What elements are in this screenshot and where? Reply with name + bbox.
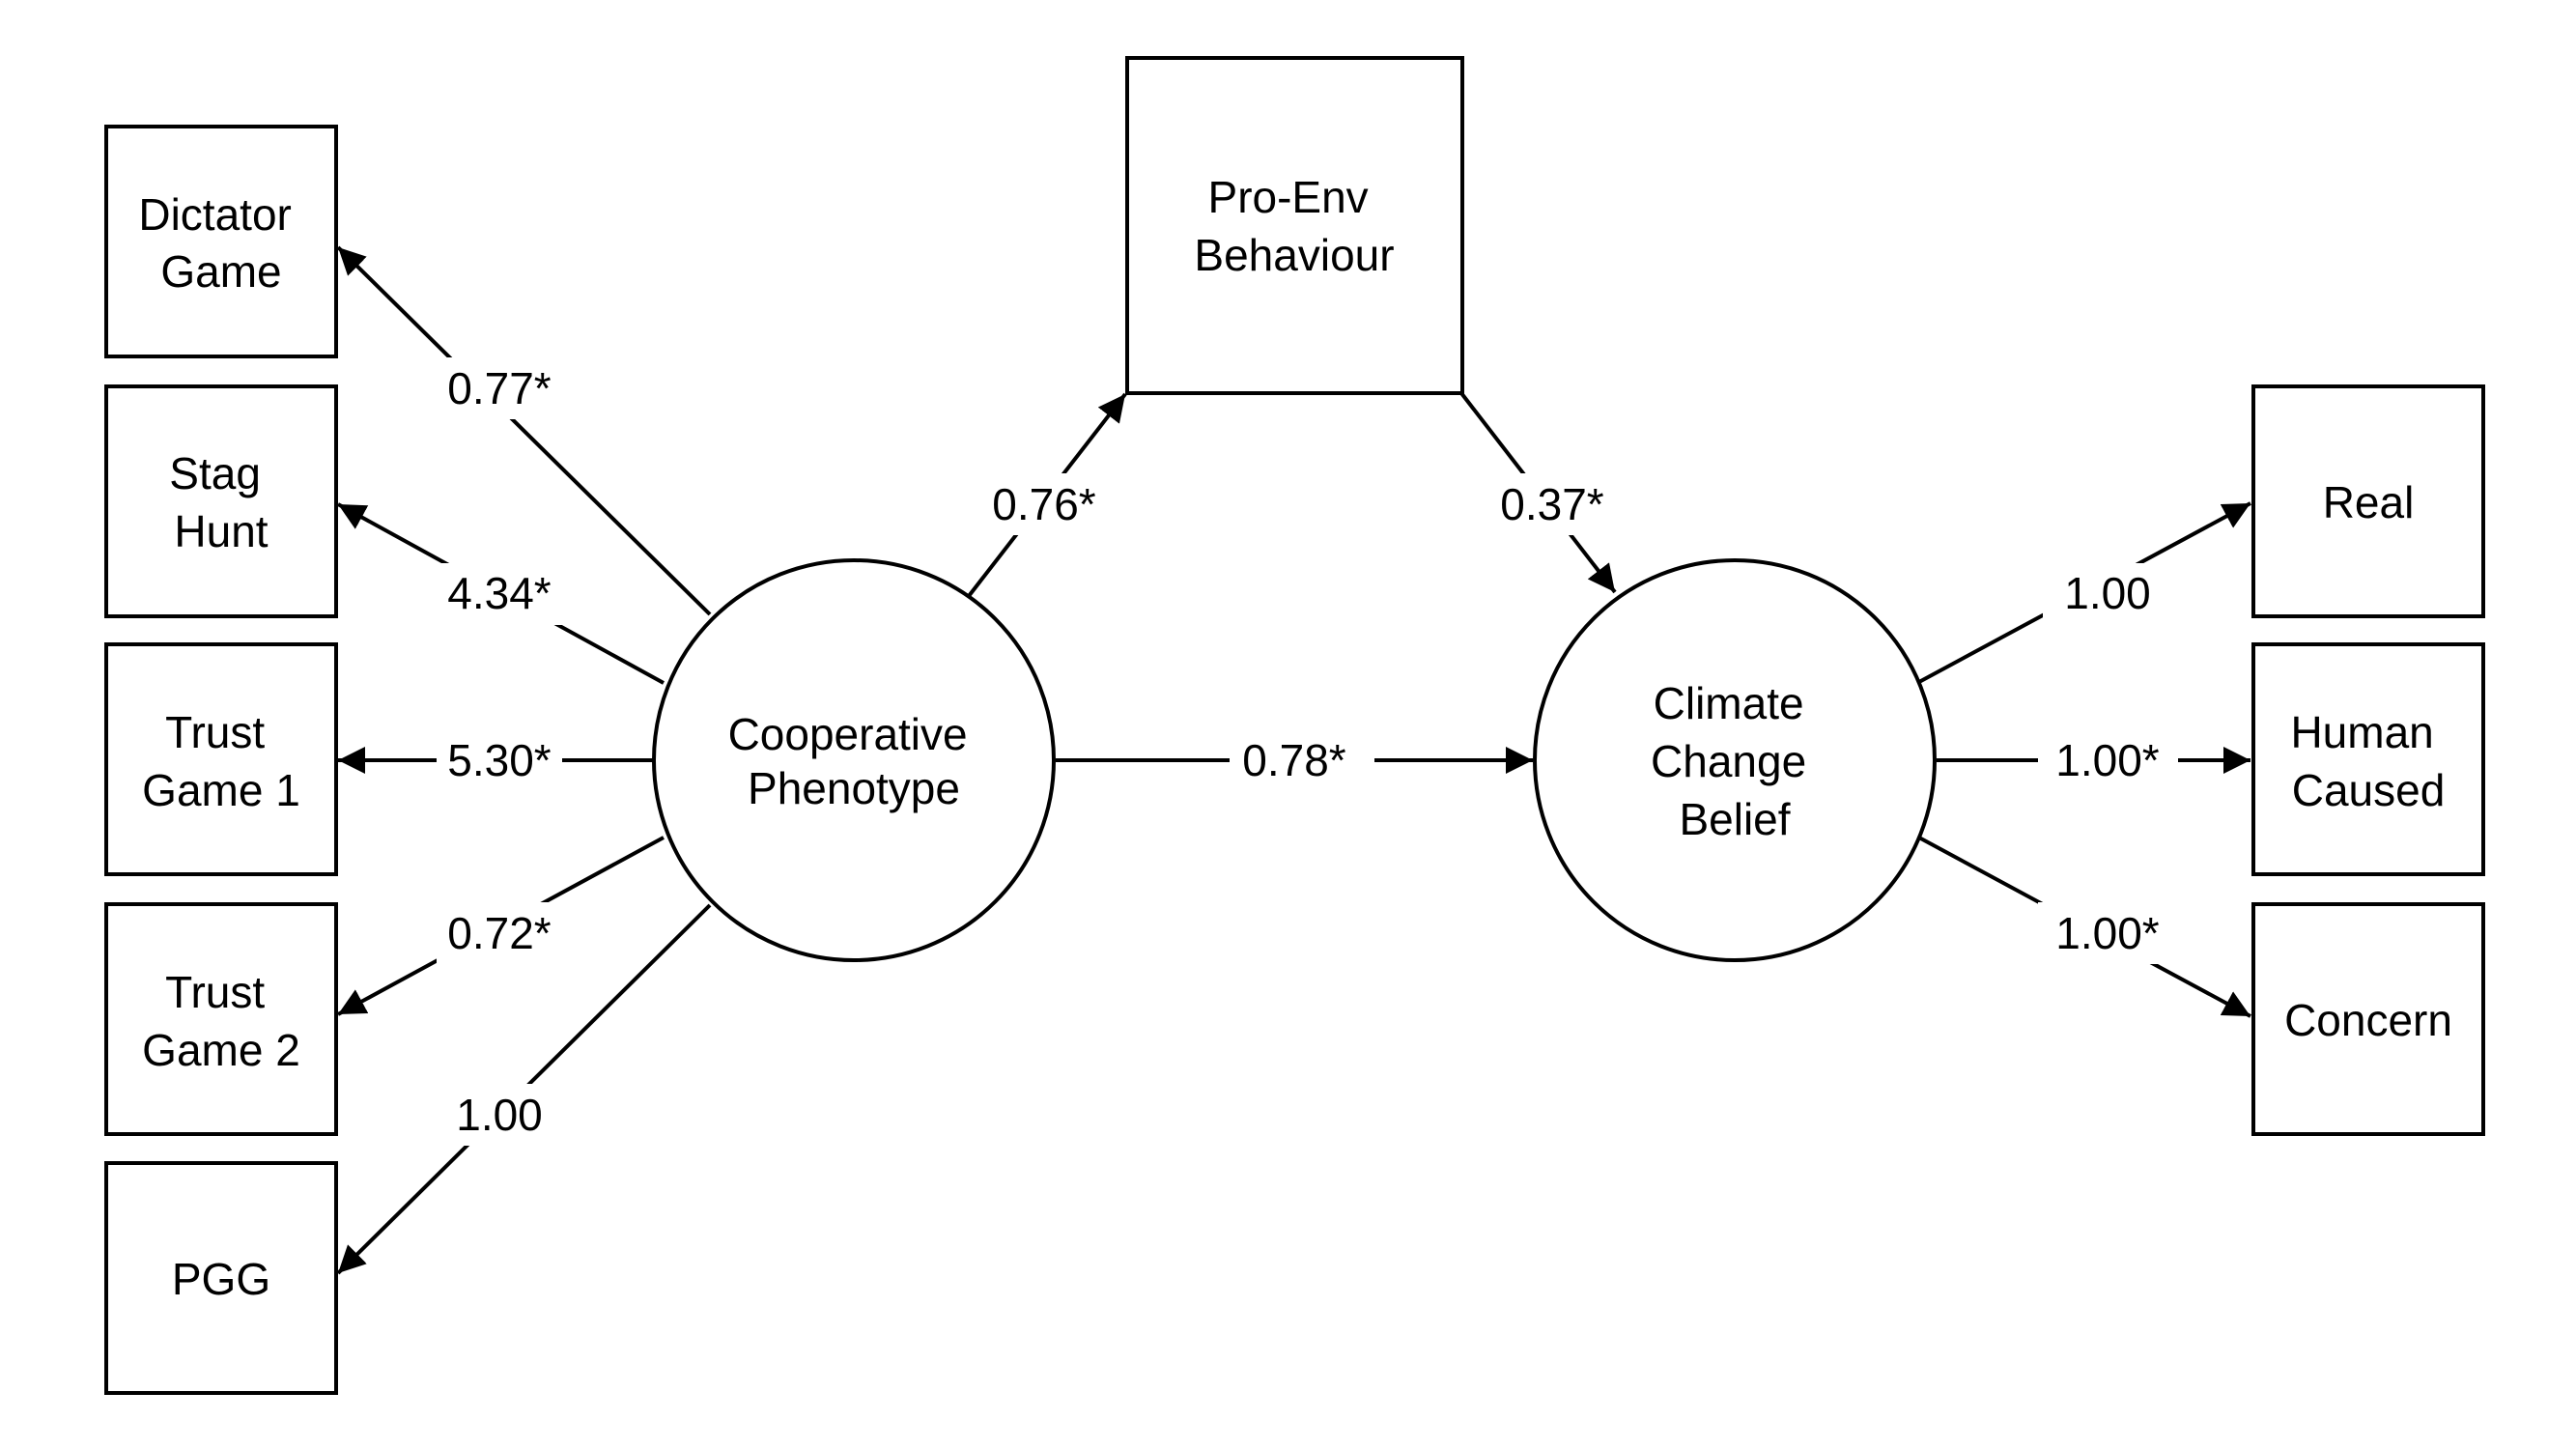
label-bg-climate-real <box>2043 563 2168 625</box>
edge-label-coop-climate: 0.78* <box>1242 735 1346 785</box>
label-trust1-line1: Trust <box>165 707 265 757</box>
label-bg-coop-dictator <box>437 357 562 419</box>
edge-label-climate-concern: 1.00* <box>2055 908 2160 958</box>
node-concern: Concern <box>2251 902 2485 1136</box>
node-trust-game-2: Trust Game 2 <box>104 902 338 1136</box>
label-pgg: PGG <box>172 1254 270 1304</box>
box-real <box>2251 384 2485 618</box>
label-real: Real <box>2323 477 2415 527</box>
box-stag-hunt <box>104 384 338 618</box>
node-dictator-game: Dictator Game <box>104 125 338 358</box>
edge-label-coop-trust2: 0.72* <box>447 908 552 958</box>
svg-text:Cooperative Phenotype: Cooperative Phenotype <box>728 709 980 813</box>
node-real: Real <box>2251 384 2485 618</box>
svg-text:Real: Real <box>2323 477 2415 527</box>
node-pgg: PGG <box>104 1161 338 1395</box>
label-bg-proenv-climate <box>1489 473 1615 535</box>
node-pro-env-behaviour: Pro-Env Behaviour <box>1125 56 1464 395</box>
label-stag-line1: Stag <box>169 448 261 498</box>
label-proenv-line1: Pro-Env <box>1208 172 1369 222</box>
node-human-caused: Human Caused <box>2251 642 2485 876</box>
label-proenv-line2: Behaviour <box>1194 230 1394 280</box>
label-climate-line3: Belief <box>1679 794 1790 844</box>
box-dictator-game <box>104 125 338 358</box>
label-bg-climate-concern <box>2038 902 2178 964</box>
label-human-line1: Human <box>2290 707 2433 757</box>
circle-cooperative-phenotype <box>652 558 1056 962</box>
node-stag-hunt: Stag Hunt <box>104 384 338 618</box>
label-bg-coop-stag <box>437 563 562 625</box>
svg-text:Human Caused: Human Caused <box>2290 707 2446 815</box>
edge-label-coop-trust1: 5.30* <box>447 735 552 785</box>
svg-text:PGG: PGG <box>172 1254 270 1304</box>
svg-text:Dictator Game: Dictator Game <box>138 189 303 297</box>
label-bg-coop-pgg <box>437 1084 562 1146</box>
edge-label-proenv-climate: 0.37* <box>1500 479 1604 529</box>
label-climate-line2: Change <box>1651 736 1806 786</box>
box-trust-game-2 <box>104 902 338 1136</box>
label-trust2-line2: Game 2 <box>142 1025 300 1075</box>
edge-label-coop-pgg: 1.00 <box>456 1090 543 1140</box>
svg-text:Pro-Env Behaviour: Pro-Env Behaviour <box>1194 172 1394 280</box>
label-coop-line1: Cooperative <box>728 709 968 759</box>
edge-label-climate-real: 1.00 <box>2064 568 2151 618</box>
box-concern <box>2251 902 2485 1136</box>
edge-label-coop-stag: 4.34* <box>447 568 552 618</box>
label-bg-coop-proenv <box>981 473 1107 535</box>
box-human-caused <box>2251 642 2485 876</box>
box-trust-game-1 <box>104 642 338 876</box>
box-pgg <box>104 1161 338 1395</box>
label-climate-line1: Climate <box>1654 678 1804 728</box>
circle-climate-change-belief <box>1533 558 1937 962</box>
edge-coop-dictator <box>336 245 712 616</box>
label-bg-climate-human <box>2038 729 2178 791</box>
label-trust2-line1: Trust <box>165 967 265 1017</box>
node-trust-game-1: Trust Game 1 <box>104 642 338 876</box>
edge-label-coop-proenv: 0.76* <box>992 479 1096 529</box>
edge-label-climate-human: 1.00* <box>2055 735 2160 785</box>
box-pro-env-behaviour <box>1125 56 1464 395</box>
edge-labels: 0.77* 4.34* 5.30* 0.72* 1.00 0.76* 0.37*… <box>437 357 2178 1146</box>
edge-label-coop-dictator: 0.77* <box>447 363 552 413</box>
svg-text:Climate Change Bel: Climate Change Belief <box>1651 678 1819 844</box>
node-climate-change-belief: Climate Change Belief <box>1533 558 1937 962</box>
label-bg-coop-trust2 <box>437 902 562 964</box>
label-stag-line2: Hunt <box>174 506 268 556</box>
svg-text:Stag Hunt: Stag Hunt <box>169 448 272 556</box>
node-cooperative-phenotype: Cooperative Phenotype <box>652 558 1056 962</box>
label-trust1-line2: Game 1 <box>142 765 300 815</box>
svg-text:Concern: Concern <box>2284 995 2452 1045</box>
svg-text:Trust Game 2: Trust Game 2 <box>142 967 300 1075</box>
label-dictator-line1: Dictator <box>138 189 291 240</box>
label-coop-line2: Phenotype <box>748 763 960 813</box>
label-human-line2: Caused <box>2292 765 2446 815</box>
label-concern: Concern <box>2284 995 2452 1045</box>
label-dictator-line2: Game <box>160 246 281 297</box>
label-bg-coop-climate <box>1230 729 1374 791</box>
label-bg-coop-trust1 <box>437 729 562 791</box>
svg-text:Trust Game 1: Trust Game 1 <box>142 707 300 815</box>
